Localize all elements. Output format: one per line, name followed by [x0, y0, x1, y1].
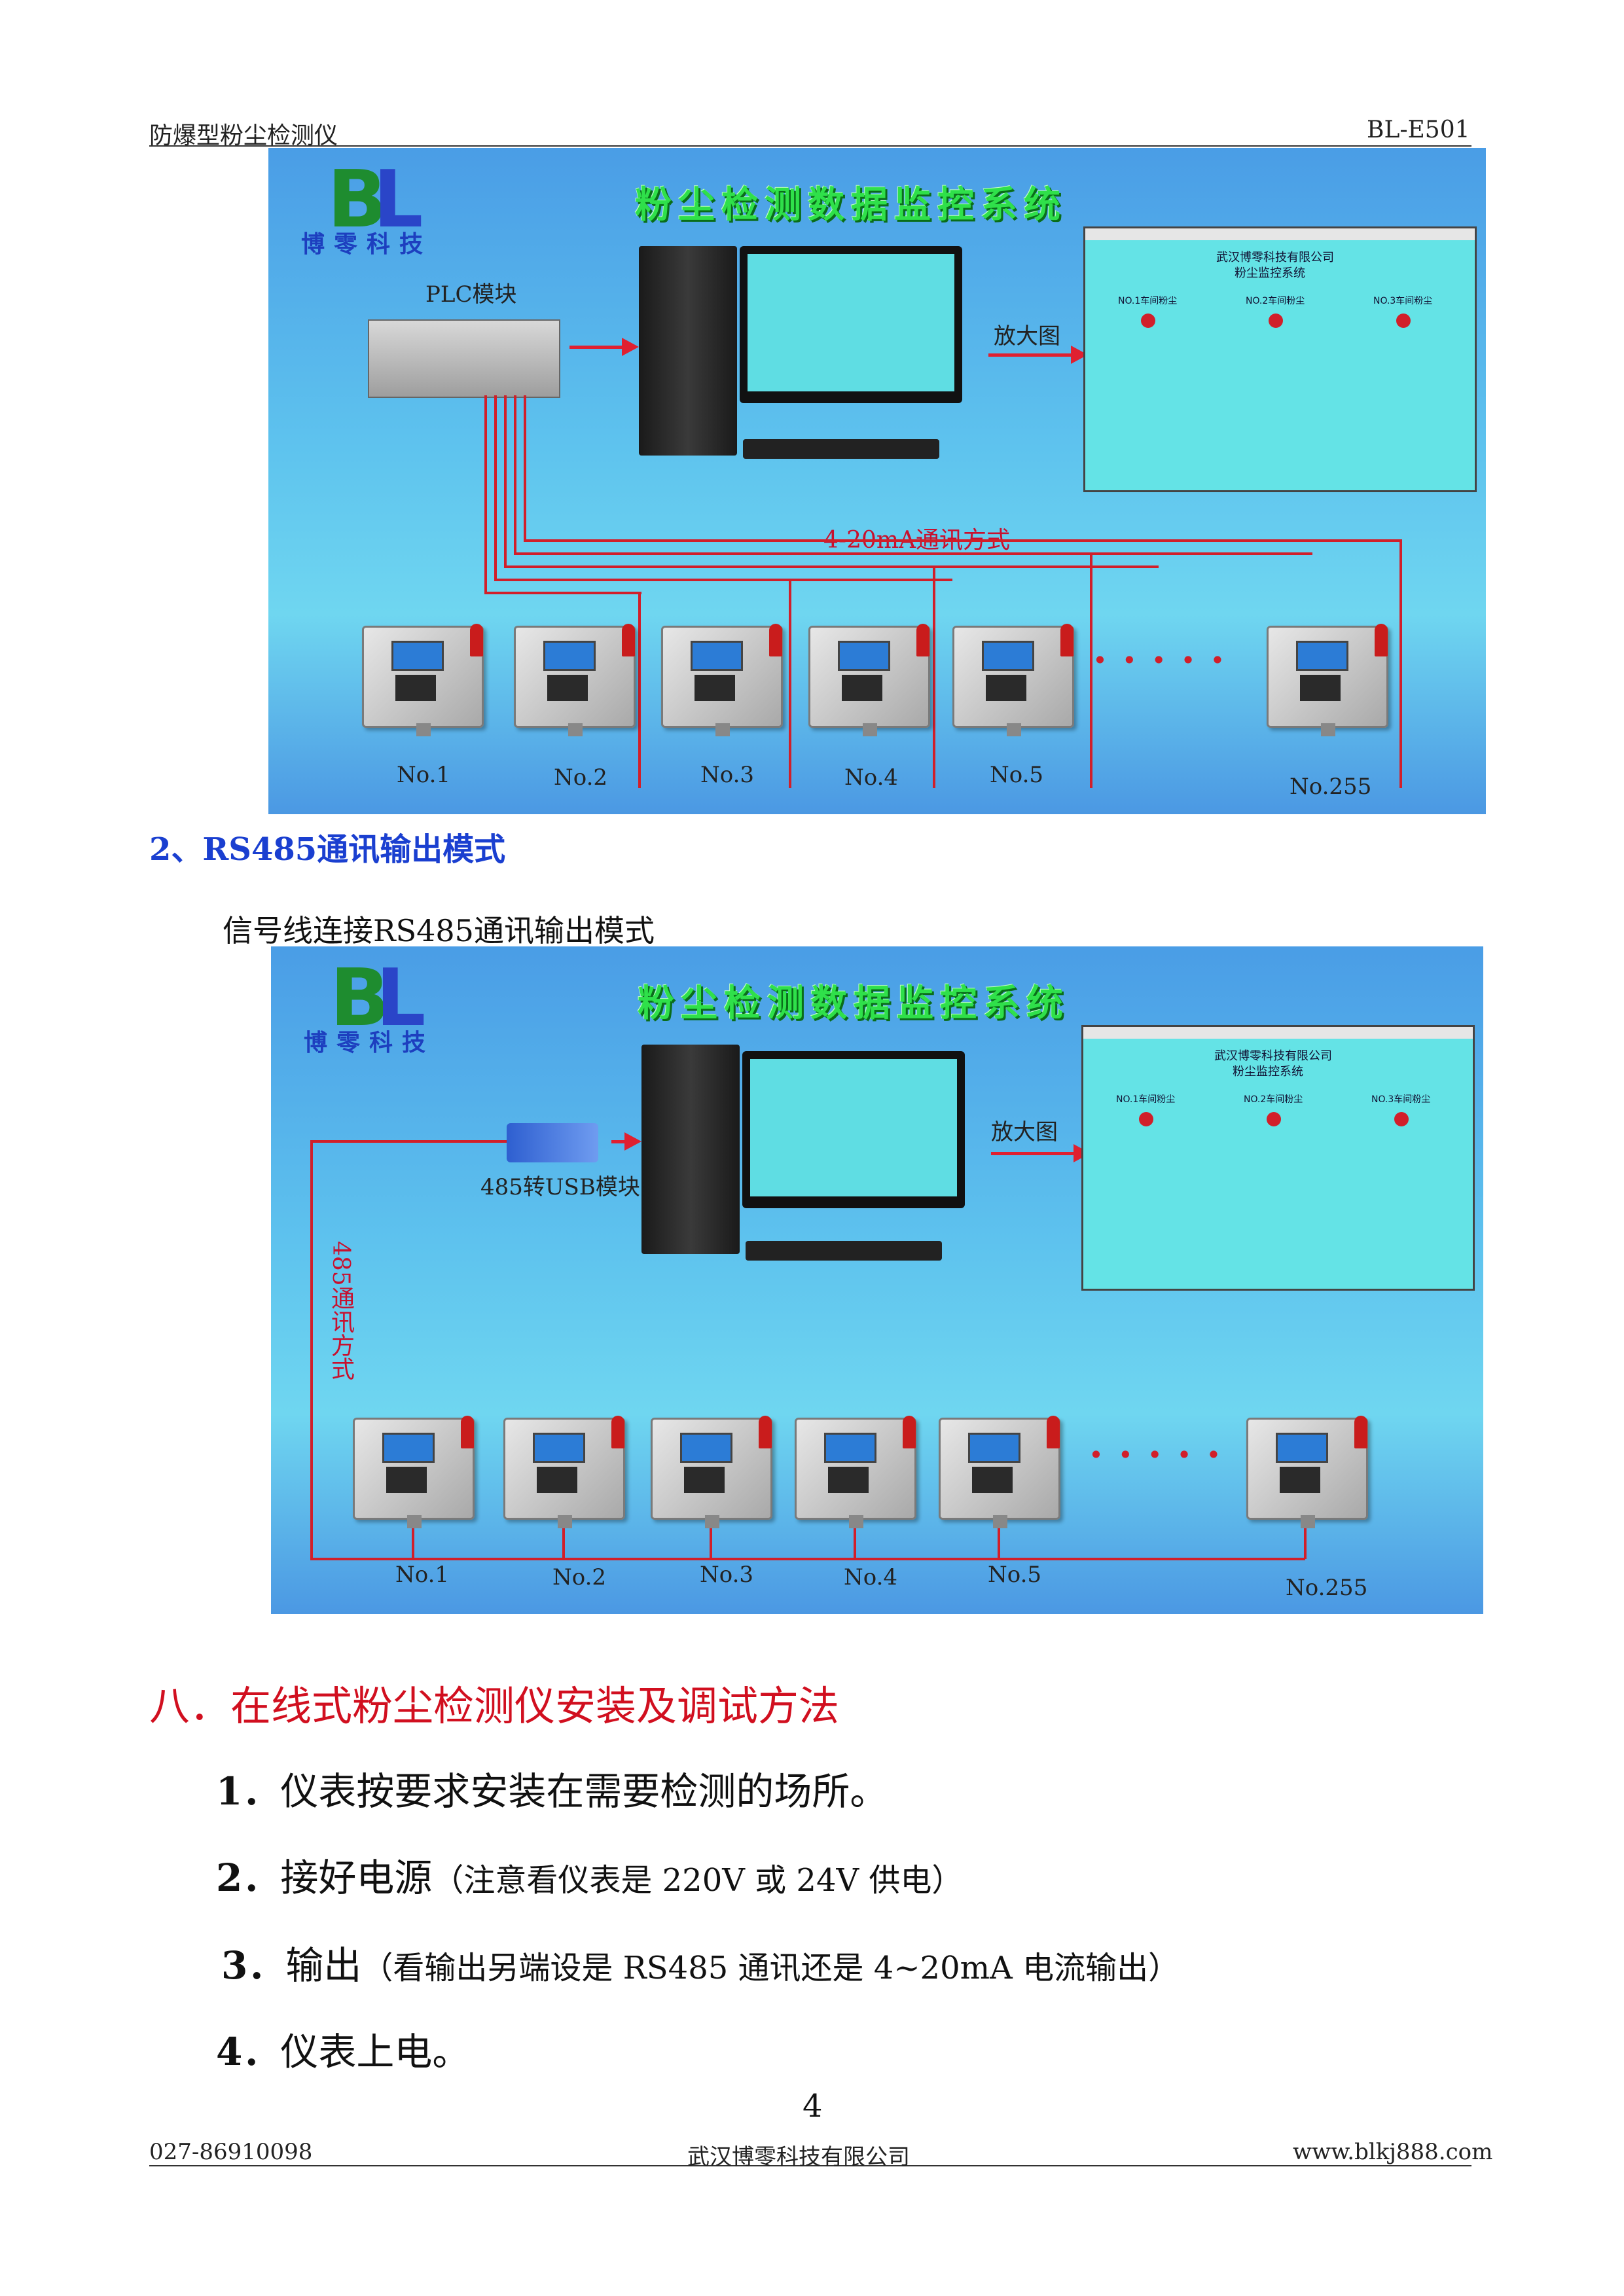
device-label-1: No.1: [395, 1562, 450, 1588]
step-2: 2．接好电源（注意看仪表是 220V 或 24V 供电）: [216, 1856, 964, 1900]
monitor: [742, 1051, 965, 1208]
diagram-title: 粉尘检测数据监控系统: [635, 184, 1067, 226]
device-label-255: No.255: [1290, 774, 1372, 800]
device-label-4: No.4: [844, 1564, 898, 1590]
pc-tower: [639, 246, 737, 456]
monitor: [740, 246, 962, 403]
logo-text: 博零科技: [301, 231, 433, 258]
ellipsis: ·····: [1093, 637, 1240, 683]
footer-phone: 027-86910098: [149, 2139, 313, 2165]
section-install-title: 八．在线式粉尘检测仪安装及调试方法: [149, 1682, 840, 1730]
usb-converter: [507, 1123, 598, 1162]
keyboard: [743, 439, 939, 459]
usb-label: 485转USB模块: [480, 1174, 640, 1200]
comm-label: 4-20mA通讯方式: [823, 527, 1011, 554]
diagram-title: 粉尘检测数据监控系统: [638, 982, 1070, 1025]
device-no2: [503, 1416, 625, 1528]
zoom-label: 放大图: [991, 1119, 1058, 1145]
logo-l: L: [376, 953, 426, 1044]
footer-company: 武汉博零科技有限公司: [687, 2144, 910, 2170]
plc-arrow-head: [622, 338, 639, 356]
figure-4-20ma-diagram: B L 博零科技 粉尘检测数据监控系统 PLC模块 放大图 武汉博零科技有限公司…: [268, 148, 1486, 814]
device-no4: [795, 1416, 916, 1528]
device-label-1: No.1: [397, 762, 451, 788]
comm-label: 485通讯方式: [327, 1241, 354, 1380]
step-3: 3．输出（看输出另端设是 RS485 通讯还是 4~20mA 电流输出）: [221, 1943, 1180, 1988]
header-left: 防爆型粉尘检测仪: [149, 122, 338, 149]
device-no3: [661, 624, 783, 736]
monitor-zoom-screen: 武汉博零科技有限公司 粉尘监控系统 NO.1车间粉尘 NO.2车间粉尘 NO.3…: [1083, 226, 1477, 492]
device-label-2: No.2: [552, 1564, 607, 1590]
logo-b: B: [327, 154, 388, 245]
usb-arrow: [611, 1140, 624, 1143]
device-label-3: No.3: [700, 762, 755, 788]
section-rs485-title: 2、RS485通讯输出模式: [149, 831, 506, 868]
device-no1: [353, 1416, 475, 1528]
plc-arrow: [569, 346, 622, 349]
device-no3: [651, 1416, 772, 1528]
device-label-5: No.5: [988, 1562, 1042, 1588]
keyboard: [746, 1241, 942, 1261]
zoom-label: 放大图: [994, 323, 1060, 350]
logo-b: B: [330, 953, 390, 1044]
device-no255: [1267, 624, 1388, 736]
header-right: BL-E501: [1367, 117, 1470, 143]
device-label-255: No.255: [1286, 1575, 1368, 1601]
usb-arrow-head: [624, 1132, 641, 1151]
header-rule: [149, 145, 1471, 147]
page-number: 4: [803, 2088, 823, 2125]
device-label-4: No.4: [844, 764, 899, 791]
zoom-arrow: [988, 353, 1074, 357]
plc-label: PLC模块: [425, 281, 517, 308]
ellipsis: ·····: [1089, 1432, 1236, 1478]
device-no5: [939, 1416, 1060, 1528]
device-label-2: No.2: [554, 764, 608, 791]
device-no1: [362, 624, 484, 736]
footer-rule: [149, 2165, 1471, 2166]
figure-rs485-diagram: B L 博零科技 粉尘检测数据监控系统 485转USB模块 放大图 武汉博零科技…: [271, 946, 1483, 1614]
logo-l: L: [373, 154, 424, 245]
device-label-5: No.5: [990, 762, 1044, 788]
step-4: 4．仪表上电。: [216, 2030, 471, 2074]
device-no255: [1246, 1416, 1368, 1528]
logo-text: 博零科技: [304, 1030, 435, 1056]
device-no5: [952, 624, 1074, 736]
plc-module: [368, 319, 560, 398]
section-rs485-subtitle: 信号线连接RS485通讯输出模式: [223, 913, 655, 948]
device-no4: [808, 624, 930, 736]
footer-website: www.blkj888.com: [1293, 2139, 1493, 2165]
monitor-zoom-screen: 武汉博零科技有限公司 粉尘监控系统 NO.1车间粉尘 NO.2车间粉尘 NO.3…: [1081, 1025, 1475, 1291]
pc-tower: [641, 1045, 740, 1254]
step-1: 1．仪表按要求安装在需要检测的场所。: [216, 1769, 888, 1814]
zoom-arrow: [991, 1152, 1076, 1155]
device-no2: [514, 624, 636, 736]
device-label-3: No.3: [700, 1562, 754, 1588]
